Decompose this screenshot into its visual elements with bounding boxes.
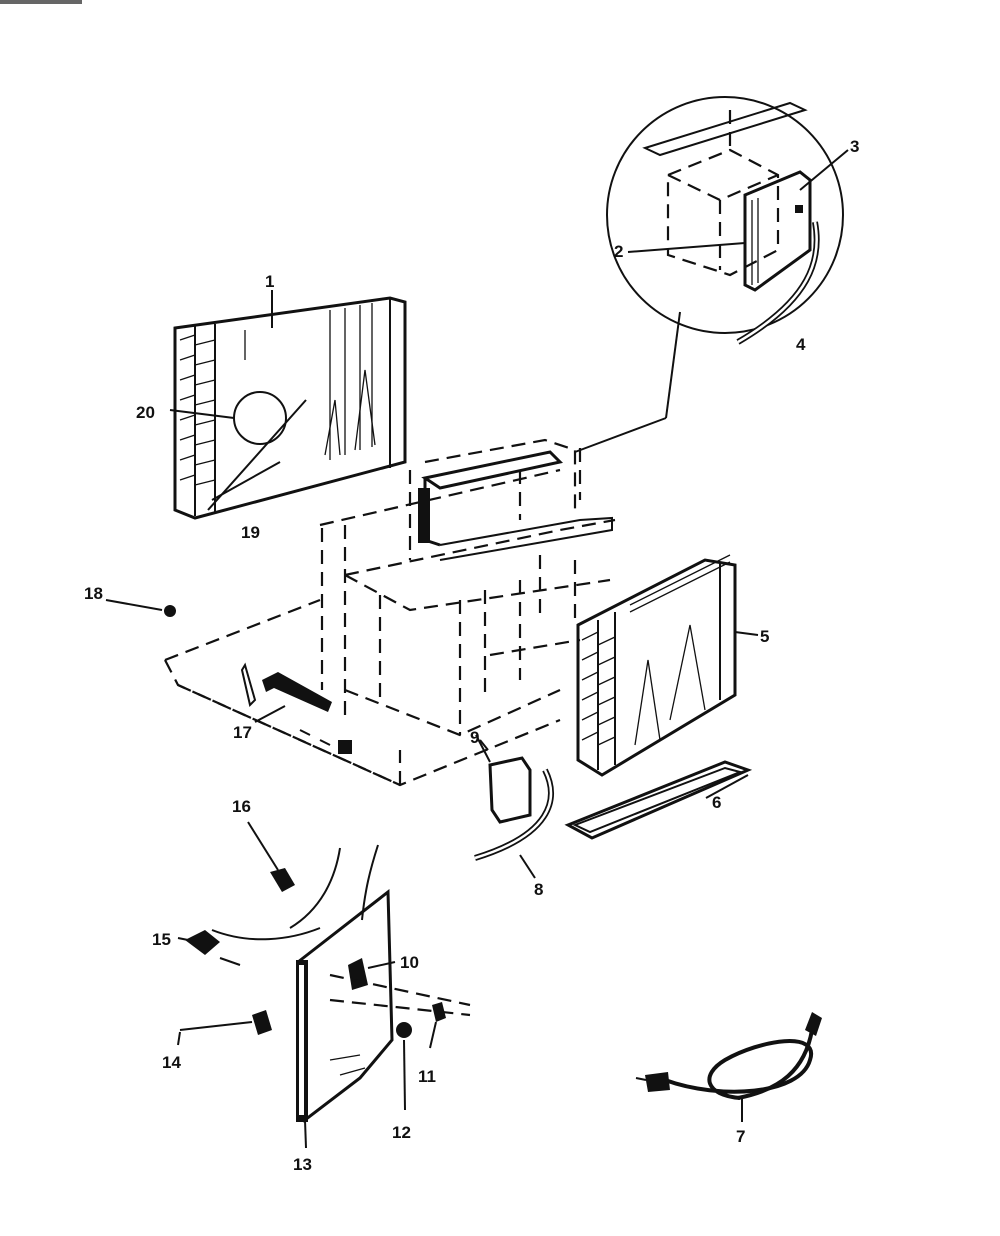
callout-19: 19 — [241, 523, 260, 542]
top-scan-edge — [0, 0, 82, 4]
capacitor-part-9 — [475, 734, 532, 824]
callout-18: 18 — [84, 584, 103, 603]
control-panel-assembly — [177, 844, 471, 1149]
detail-inset-circle — [574, 96, 844, 453]
callout-13: 13 — [293, 1155, 312, 1174]
tube-part-8 — [474, 768, 554, 879]
evaporator-coil-part-1 — [169, 290, 407, 520]
condenser-coil-part-5 — [576, 554, 759, 777]
callout-labels: 1 2 3 4 5 6 7 8 9 10 11 12 13 14 15 16 1… — [84, 137, 859, 1174]
power-cord-part-7 — [635, 1012, 822, 1122]
callout-11: 11 — [418, 1067, 436, 1086]
callout-14: 14 — [162, 1053, 181, 1072]
callout-3: 3 — [850, 137, 859, 156]
callout-7: 7 — [736, 1127, 745, 1146]
callout-8: 8 — [534, 880, 543, 899]
tray-part-6 — [564, 760, 753, 840]
main-chassis-assembly — [164, 438, 616, 787]
callout-6: 6 — [712, 793, 721, 812]
screw-part-18 — [105, 599, 176, 617]
callout-15: 15 — [152, 930, 171, 949]
callout-16: 16 — [232, 797, 251, 816]
callout-20: 20 — [136, 403, 155, 422]
callout-4: 4 — [796, 335, 806, 354]
callout-12: 12 — [392, 1123, 411, 1142]
callout-9: 9 — [470, 728, 479, 747]
callout-10: 10 — [400, 953, 419, 972]
callout-1: 1 — [265, 272, 274, 291]
callout-5: 5 — [760, 627, 769, 646]
callout-2: 2 — [614, 242, 623, 261]
knob-part-16 — [247, 821, 295, 892]
callout-17: 17 — [233, 723, 252, 742]
